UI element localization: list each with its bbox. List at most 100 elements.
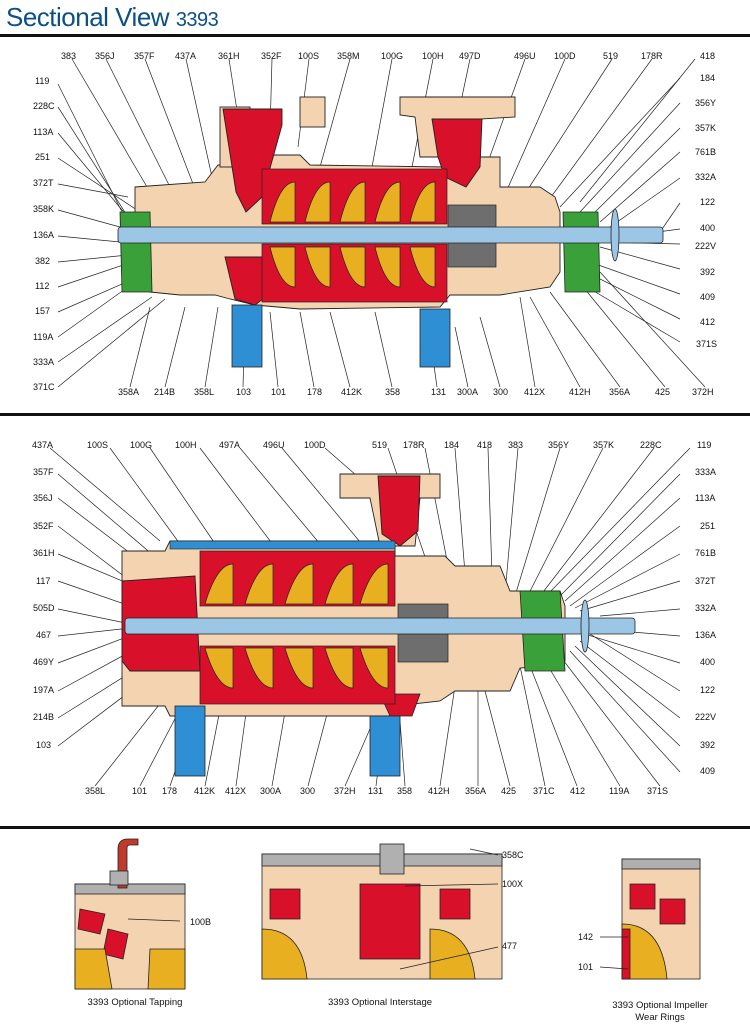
callout-label: 222V [695, 241, 717, 251]
callout-label: 113A [33, 127, 54, 137]
callout-label: 228C [640, 440, 662, 450]
callout-label: 113A [695, 493, 716, 503]
callout-label: 425 [655, 387, 671, 397]
callout-label: 496U [263, 440, 285, 450]
callout-label: 100D [304, 440, 326, 450]
callout-label: 412 [570, 786, 586, 796]
shaft-1 [117, 226, 664, 244]
callout-label: 356J [95, 51, 115, 61]
inset-wear-rings-drawing [599, 858, 701, 980]
callout-label: 392 [700, 267, 716, 277]
callout-label: 100G [381, 51, 404, 61]
section-divider-1 [0, 413, 750, 416]
callout-label: 361H [218, 51, 240, 61]
callout-label: 357K [695, 123, 717, 133]
callout-label: 178R [641, 51, 663, 61]
inset-interstage-drawing [261, 843, 503, 980]
callout-label: 357K [593, 440, 615, 450]
callout-label: 100X [502, 879, 524, 889]
callout-label: 100H [175, 440, 197, 450]
callout-label: 136A [33, 230, 55, 240]
callout-label: 412K [341, 387, 363, 397]
callout-label: 178 [307, 387, 323, 397]
callout-label: 409 [700, 766, 716, 776]
callout-label: 103 [236, 387, 252, 397]
callout-label: 117 [36, 576, 51, 586]
callout-label: 412K [194, 786, 216, 796]
callout-label: 412 [700, 317, 716, 327]
callout-label: 101 [578, 962, 594, 972]
callout-label: 383 [61, 51, 77, 61]
callout-label: 358L [194, 387, 215, 397]
callout-label: 184 [700, 73, 716, 83]
callout-label: 119 [35, 76, 50, 86]
callout-label: 100S [298, 51, 320, 61]
callout-label: 228C [33, 101, 55, 111]
pump-section-drawing-2 [49, 447, 691, 787]
callout-label: 184 [444, 440, 460, 450]
callout-label: 400 [700, 223, 716, 233]
callout-label: 372T [695, 576, 716, 586]
callout-label: 214B [154, 387, 176, 397]
callout-label: 372H [334, 786, 356, 796]
callout-label: 412X [225, 786, 247, 796]
callout-label: 352F [33, 521, 54, 531]
callout-label: 358 [385, 387, 401, 397]
section-divider-2 [0, 826, 750, 829]
inset-tapping-drawing [74, 838, 186, 990]
tie-rod-upper-2 [169, 540, 396, 550]
pump-section-drawing-1 [57, 58, 706, 388]
support-foot-right-2 [369, 715, 401, 777]
callout-label: 214B [33, 712, 55, 722]
optional-insets: 100B 358C 100X 477 142 101 3393 Optional… [0, 829, 750, 1033]
callout-label: 142 [578, 932, 594, 942]
callout-label: 361H [33, 548, 55, 558]
callout-label: 300A [457, 387, 479, 397]
stages-upper-1 [261, 168, 448, 225]
callout-label: 100G [130, 440, 153, 450]
inset-caption-interstage: 3393 Optional Interstage [327, 997, 433, 1008]
callout-label: 136A [695, 630, 717, 640]
callout-label: 332A [695, 172, 717, 182]
callout-label: 519 [372, 440, 388, 450]
callout-label: 356A [609, 387, 631, 397]
inset-drawings [74, 838, 701, 990]
callout-label: 122 [700, 685, 716, 695]
callout-label: 357F [33, 467, 54, 477]
callout-label: 101 [132, 786, 148, 796]
callout-label: 358A [118, 387, 140, 397]
callout-label: 178 [162, 786, 178, 796]
callout-label: 392 [700, 740, 716, 750]
callout-label: 418 [700, 51, 716, 61]
callout-label: 122 [700, 197, 716, 207]
inboard-bearing-housing-1 [119, 211, 153, 293]
callout-label: 251 [35, 152, 51, 162]
inset-caption-wear-rings-line1: 3393 Optional Impeller [612, 1000, 708, 1011]
callout-label: 103 [36, 740, 52, 750]
callout-label: 469Y [33, 657, 55, 667]
callout-label: 131 [431, 387, 447, 397]
support-foot-left-2 [174, 705, 206, 777]
callout-label: 519 [603, 51, 619, 61]
callout-label: 467 [36, 630, 52, 640]
callout-label: 119 [697, 440, 712, 450]
callout-label: 101 [271, 387, 287, 397]
callout-label: 371S [647, 786, 669, 796]
callout-label: 372H [692, 387, 714, 397]
callout-label: 112 [35, 281, 50, 291]
model-number: 3393 [175, 9, 219, 31]
callout-label: 371C [533, 786, 555, 796]
callout-label: 300 [493, 387, 509, 397]
callout-label: 300 [300, 786, 316, 796]
callout-label: 100S [87, 440, 109, 450]
callout-label: 358M [337, 51, 360, 61]
inset-caption-tapping: 3393 Optional Tapping [87, 997, 183, 1008]
page-title-text: Sectional View [6, 2, 170, 32]
callout-label: 119A [609, 786, 630, 796]
callout-label: 333A [695, 467, 717, 477]
callout-label: 178R [403, 440, 425, 450]
callout-label: 412X [524, 387, 546, 397]
callout-label: 358C [502, 850, 524, 860]
callout-label: 358 [397, 786, 413, 796]
discharge-nozzle-2 [377, 475, 421, 547]
